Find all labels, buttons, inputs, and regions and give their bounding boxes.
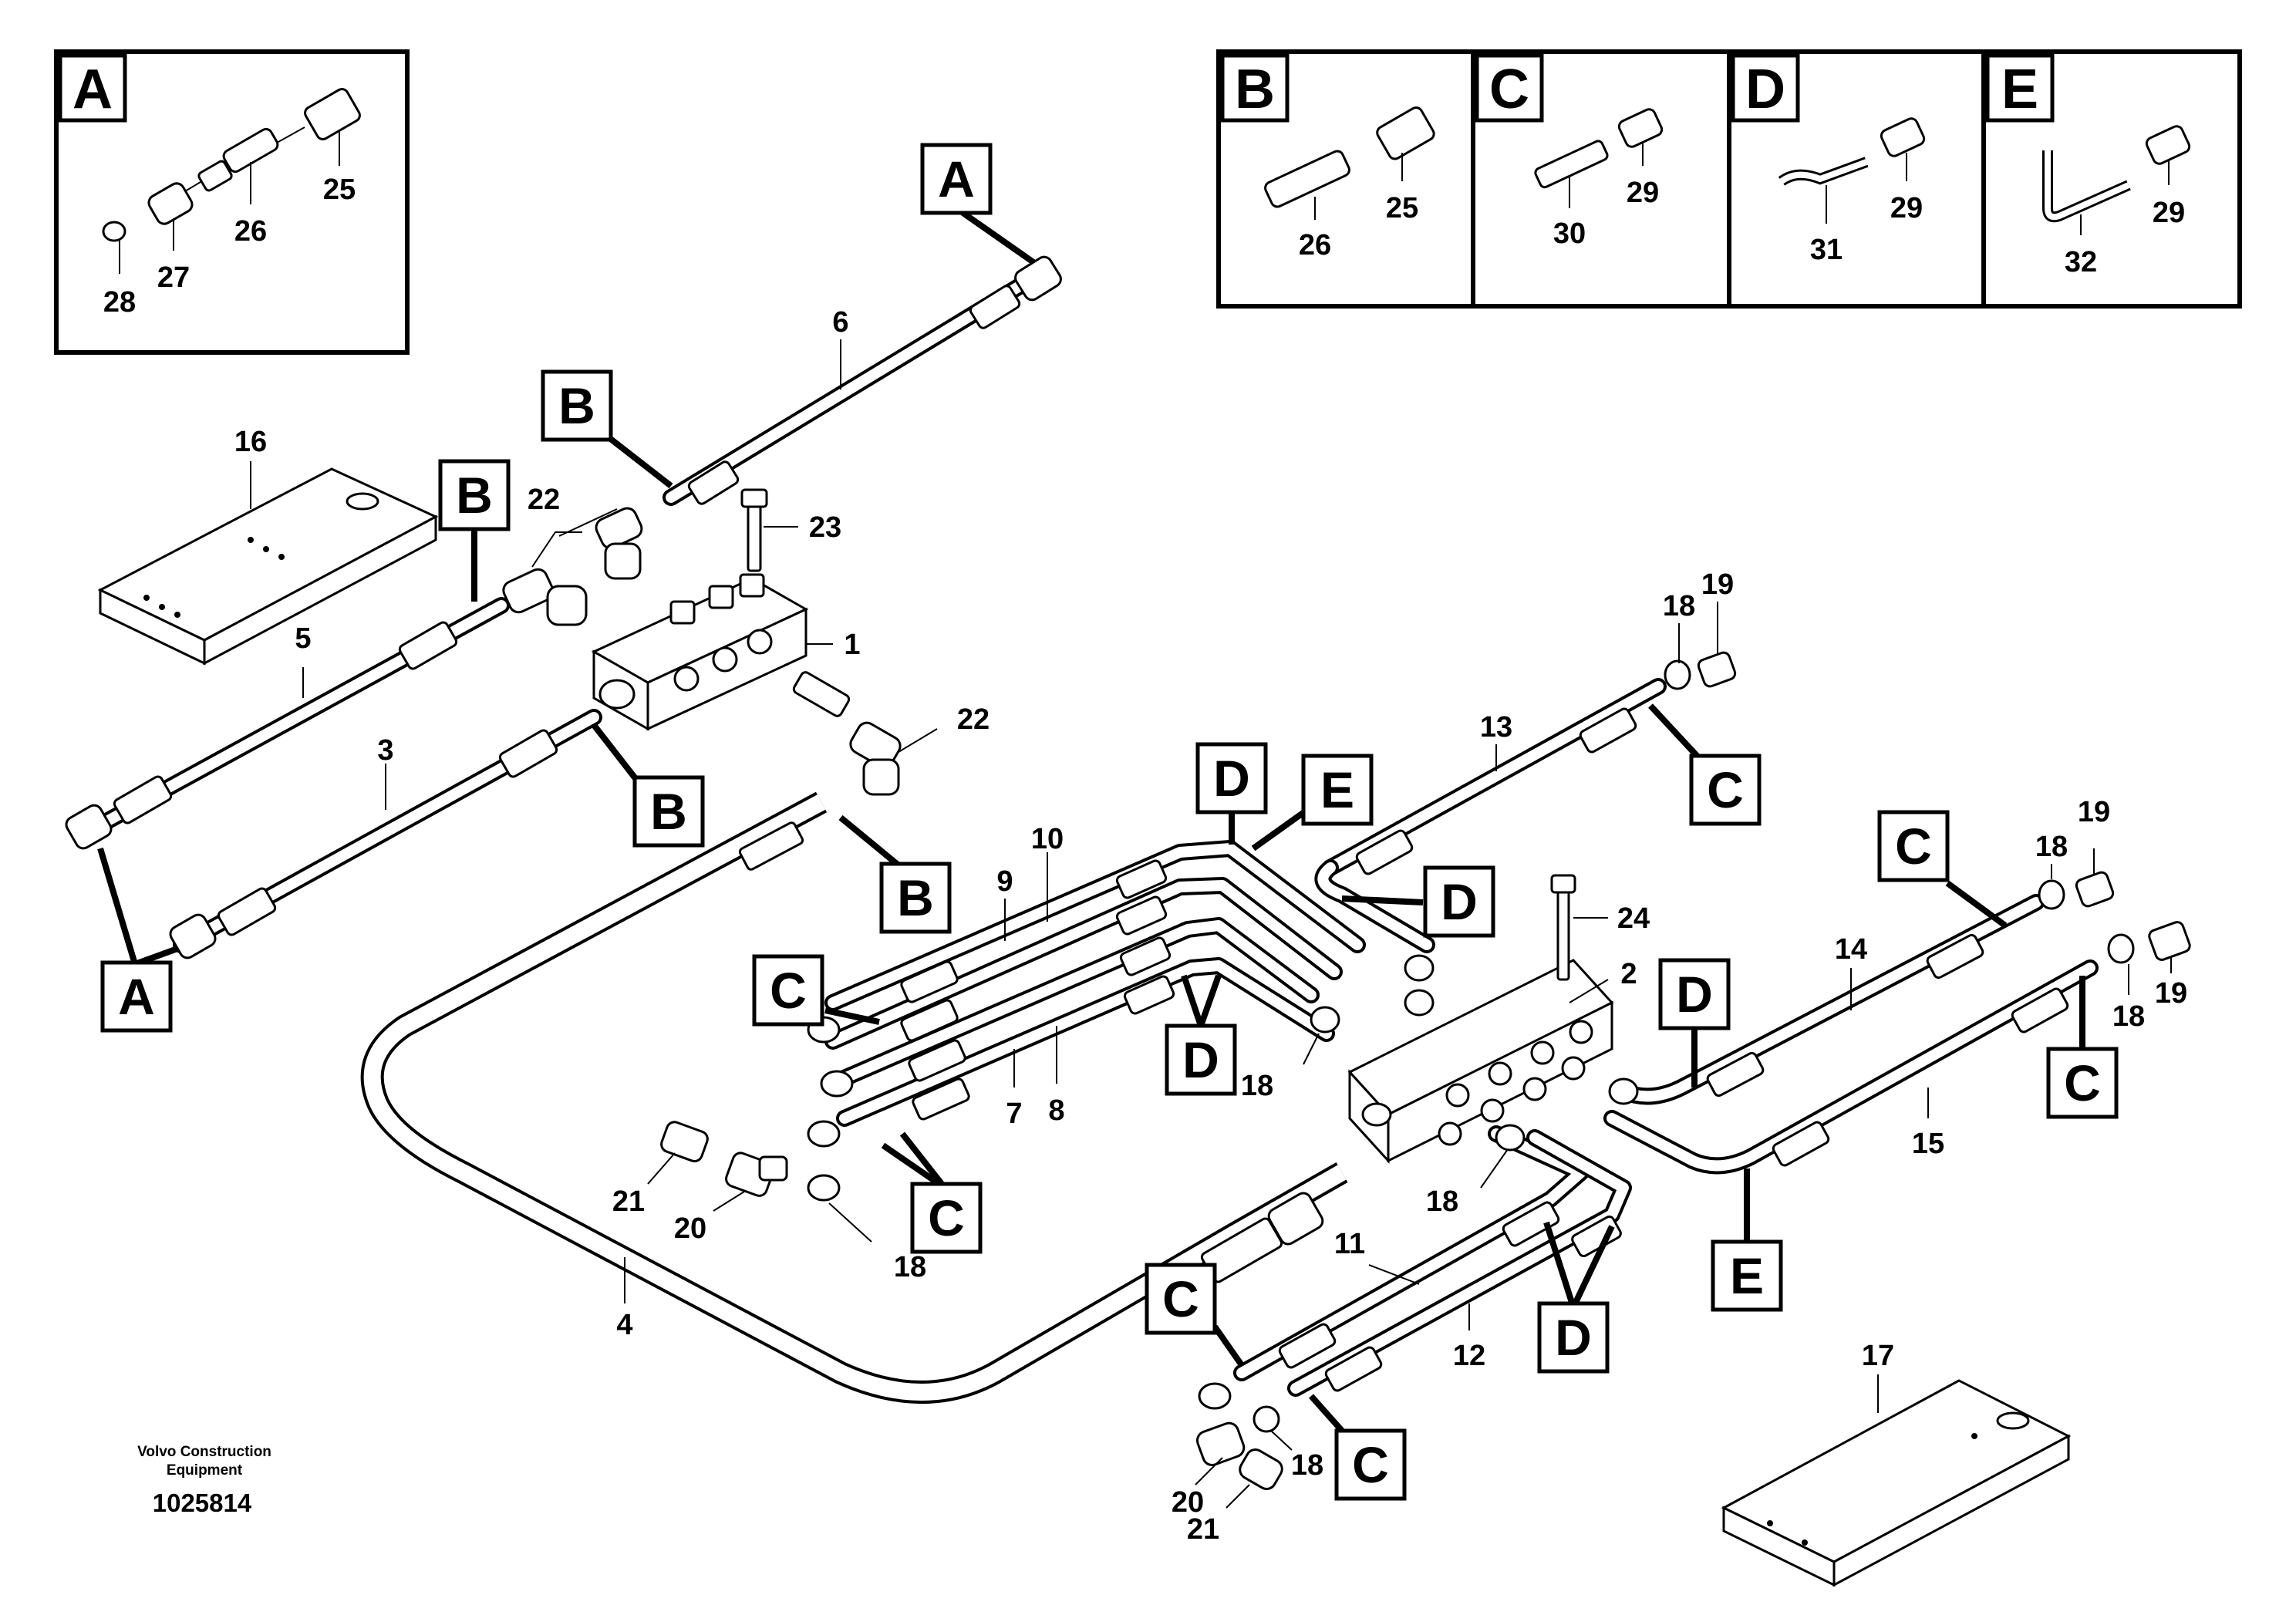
part-number-5: 5 — [295, 622, 311, 655]
part-number-27-a: 27 — [157, 261, 190, 294]
callout-c-3: C — [1707, 761, 1744, 818]
hose-15 — [1603, 921, 2191, 1175]
part-number-14: 14 — [1835, 933, 1867, 966]
part-number-26-a: 26 — [234, 215, 267, 248]
part-number-12: 12 — [1453, 1340, 1485, 1372]
callout-c-5: C — [2064, 1054, 2101, 1111]
part-number-25-b: 25 — [1386, 192, 1418, 224]
hose-14 — [1608, 871, 2115, 1105]
hose-5 — [65, 597, 510, 850]
part-number-17: 17 — [1862, 1340, 1894, 1372]
part-number-11: 11 — [1334, 1228, 1365, 1260]
callout-c-1: C — [770, 962, 807, 1019]
part-number-18-right-a: 18 — [2035, 831, 2068, 863]
hose-3 — [169, 709, 602, 959]
brand-line-1: Volvo Construction — [137, 1444, 271, 1460]
hose-6 — [663, 255, 1062, 506]
part-number-20-left: 20 — [674, 1212, 706, 1245]
brand-line-2: Equipment — [167, 1462, 243, 1479]
callout-a-bottom: A — [118, 968, 155, 1025]
part-number-18-right-b: 18 — [2112, 1000, 2145, 1033]
part-number-32-e: 32 — [2065, 246, 2097, 278]
callout-a-top: A — [938, 150, 975, 207]
part-number-18-lower-left: 18 — [894, 1251, 926, 1283]
callout-b-3: B — [650, 783, 687, 840]
part-number-18-bottom: 18 — [1291, 1449, 1323, 1482]
fittings-20-21-left — [660, 1121, 788, 1197]
detail-panels-bcde: B 26 25 C 30 29 D 31 29 E 32 29 — [1216, 49, 2242, 309]
part-number-20-bottom: 20 — [1172, 1486, 1204, 1519]
bolt-24 — [1550, 874, 1576, 981]
part-number-10: 10 — [1031, 823, 1064, 855]
part-number-30-c: 30 — [1553, 218, 1586, 250]
part-number-9: 9 — [996, 865, 1013, 898]
callout-d-1: D — [1213, 750, 1250, 807]
callout-c-2: C — [928, 1189, 965, 1246]
hoses-11-12 — [1198, 1124, 1632, 1433]
part-number-25-a: 25 — [323, 174, 356, 206]
mounting-plate-16 — [97, 467, 439, 666]
part-number-18-center: 18 — [1241, 1070, 1273, 1102]
callout-c-7: C — [1352, 1436, 1389, 1493]
part-number-21-left: 21 — [612, 1185, 645, 1218]
part-number-3: 3 — [377, 734, 393, 767]
elbow-fittings-22 — [502, 507, 902, 796]
callout-b-1: B — [558, 377, 595, 434]
part-number-22-right: 22 — [957, 703, 990, 736]
callout-b-2: B — [456, 467, 493, 524]
part-number-6: 6 — [832, 306, 848, 339]
part-number-28-a: 28 — [103, 286, 136, 319]
hoses-7-10 — [807, 840, 1435, 1202]
part-number-7: 7 — [1006, 1098, 1022, 1130]
part-number-18-top: 18 — [1663, 590, 1695, 622]
detail-letter-b: B — [1235, 59, 1275, 120]
part-number-29-d: 29 — [1890, 192, 1923, 224]
part-number-21-bottom: 21 — [1187, 1513, 1219, 1546]
callout-d-5: D — [1555, 1309, 1592, 1366]
part-number-18-lower-mid: 18 — [1426, 1185, 1458, 1218]
mounting-plate-17 — [1721, 1379, 2072, 1587]
part-number-31-d: 31 — [1810, 234, 1843, 266]
part-number-19-right-a: 19 — [2078, 796, 2110, 828]
callout-d-3: D — [1441, 873, 1478, 930]
callout-e-1: E — [1320, 761, 1354, 818]
part-number-15: 15 — [1912, 1128, 1944, 1160]
part-number-16: 16 — [234, 426, 267, 458]
part-number-29-c: 29 — [1627, 177, 1659, 209]
detail-letter-e: E — [2001, 59, 2038, 120]
drawing-number: 1025814 — [153, 1489, 252, 1517]
detail-letter-d: D — [1745, 59, 1785, 120]
part-number-13: 13 — [1480, 711, 1512, 744]
part-number-4: 4 — [616, 1309, 632, 1341]
fittings-20-21-bottom — [1195, 1421, 1283, 1490]
part-number-26-b: 26 — [1299, 229, 1331, 261]
part-number-2: 2 — [1620, 958, 1637, 990]
callout-b-4: B — [897, 869, 934, 926]
fitting-detail-a — [102, 88, 361, 242]
part-number-19-top: 19 — [1701, 568, 1734, 601]
callout-c-6: C — [1162, 1270, 1199, 1327]
part-number-23: 23 — [809, 511, 841, 544]
detail-letter-a: A — [72, 59, 113, 120]
part-number-19-right-b: 19 — [2155, 977, 2187, 1010]
valve-block-2 — [1347, 959, 1614, 1164]
callout-d-2: D — [1182, 1031, 1219, 1088]
hose-13 — [1314, 651, 1737, 953]
part-number-22-top: 22 — [528, 484, 560, 516]
detail-letter-c: C — [1489, 59, 1529, 120]
part-number-1: 1 — [844, 629, 860, 661]
valve-block-1 — [591, 573, 851, 731]
part-number-29-e: 29 — [2153, 197, 2185, 229]
detail-panel-a: A 25 26 27 28 — [54, 49, 410, 355]
part-number-24: 24 — [1617, 902, 1650, 935]
pipe-4 — [360, 791, 1348, 1404]
callout-d-4: D — [1676, 966, 1713, 1023]
part-number-8: 8 — [1048, 1094, 1064, 1127]
bolt-23 — [740, 488, 768, 572]
callout-e-2: E — [1730, 1247, 1764, 1304]
callout-c-4: C — [1895, 818, 1932, 875]
